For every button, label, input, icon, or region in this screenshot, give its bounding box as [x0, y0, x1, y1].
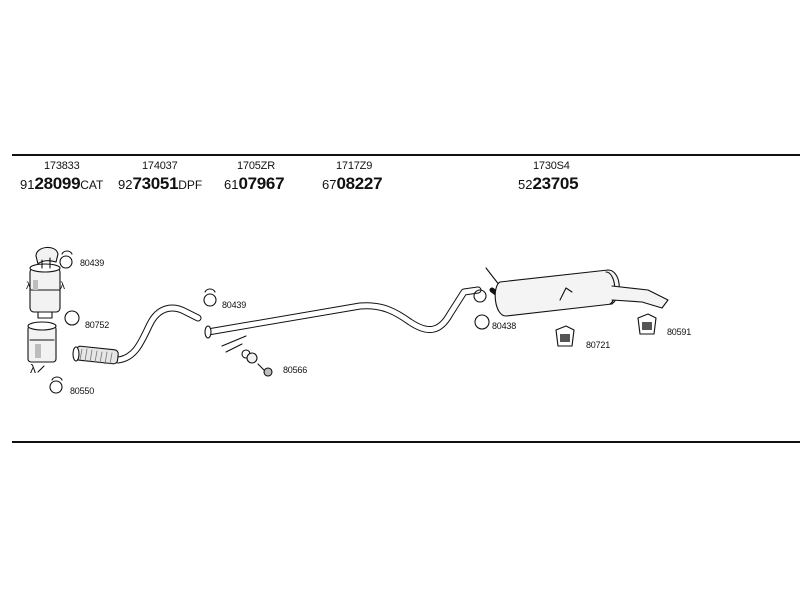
- lambda-sensor-symbol: λ: [60, 281, 65, 292]
- callout-label: 80752: [85, 320, 110, 330]
- part-code: 174037: [142, 160, 178, 172]
- part-code: 1730S4: [533, 160, 570, 172]
- rear-silencer-part: [485, 267, 669, 317]
- clamp-icon: [474, 314, 490, 330]
- top-divider: [12, 154, 800, 156]
- front-pipe-part: [72, 304, 202, 365]
- part-code: 1717Z9: [336, 160, 373, 172]
- dpf-part: [27, 321, 57, 363]
- bottom-divider: [12, 441, 800, 443]
- part-number: 6708227: [322, 174, 383, 193]
- part-code: 173833: [44, 160, 80, 172]
- rubber-hanger-icon: [555, 325, 575, 347]
- clamp-icon: [49, 380, 63, 394]
- callout-label: 80439: [222, 300, 247, 310]
- part-code: 1705ZR: [237, 160, 275, 172]
- part-number: 9128099CAT: [20, 174, 104, 193]
- lambda-sensor-symbol: λ: [26, 281, 31, 292]
- part-number: 6107967: [224, 174, 285, 193]
- callout-label: 80566: [283, 365, 308, 375]
- mount-bracket-part: [246, 352, 273, 377]
- callout-label: 80591: [667, 327, 692, 337]
- clamp-icon: [59, 255, 73, 269]
- gasket-ring-icon: [64, 310, 80, 326]
- middle-pipe-part: [204, 286, 482, 359]
- callout-label: 80438: [492, 321, 517, 331]
- lambda-sensor-symbol: λ: [30, 362, 36, 376]
- part-number: 5223705: [518, 174, 579, 193]
- callout-label: 80439: [80, 258, 105, 268]
- catalytic-converter-part: [29, 246, 61, 319]
- callout-label: 80550: [70, 386, 95, 396]
- clamp-icon: [203, 293, 217, 307]
- clamp-icon: [473, 289, 487, 303]
- callout-label: 80721: [586, 340, 611, 350]
- rubber-hanger-icon: [637, 313, 657, 335]
- part-number: 9273051DPF: [118, 174, 203, 193]
